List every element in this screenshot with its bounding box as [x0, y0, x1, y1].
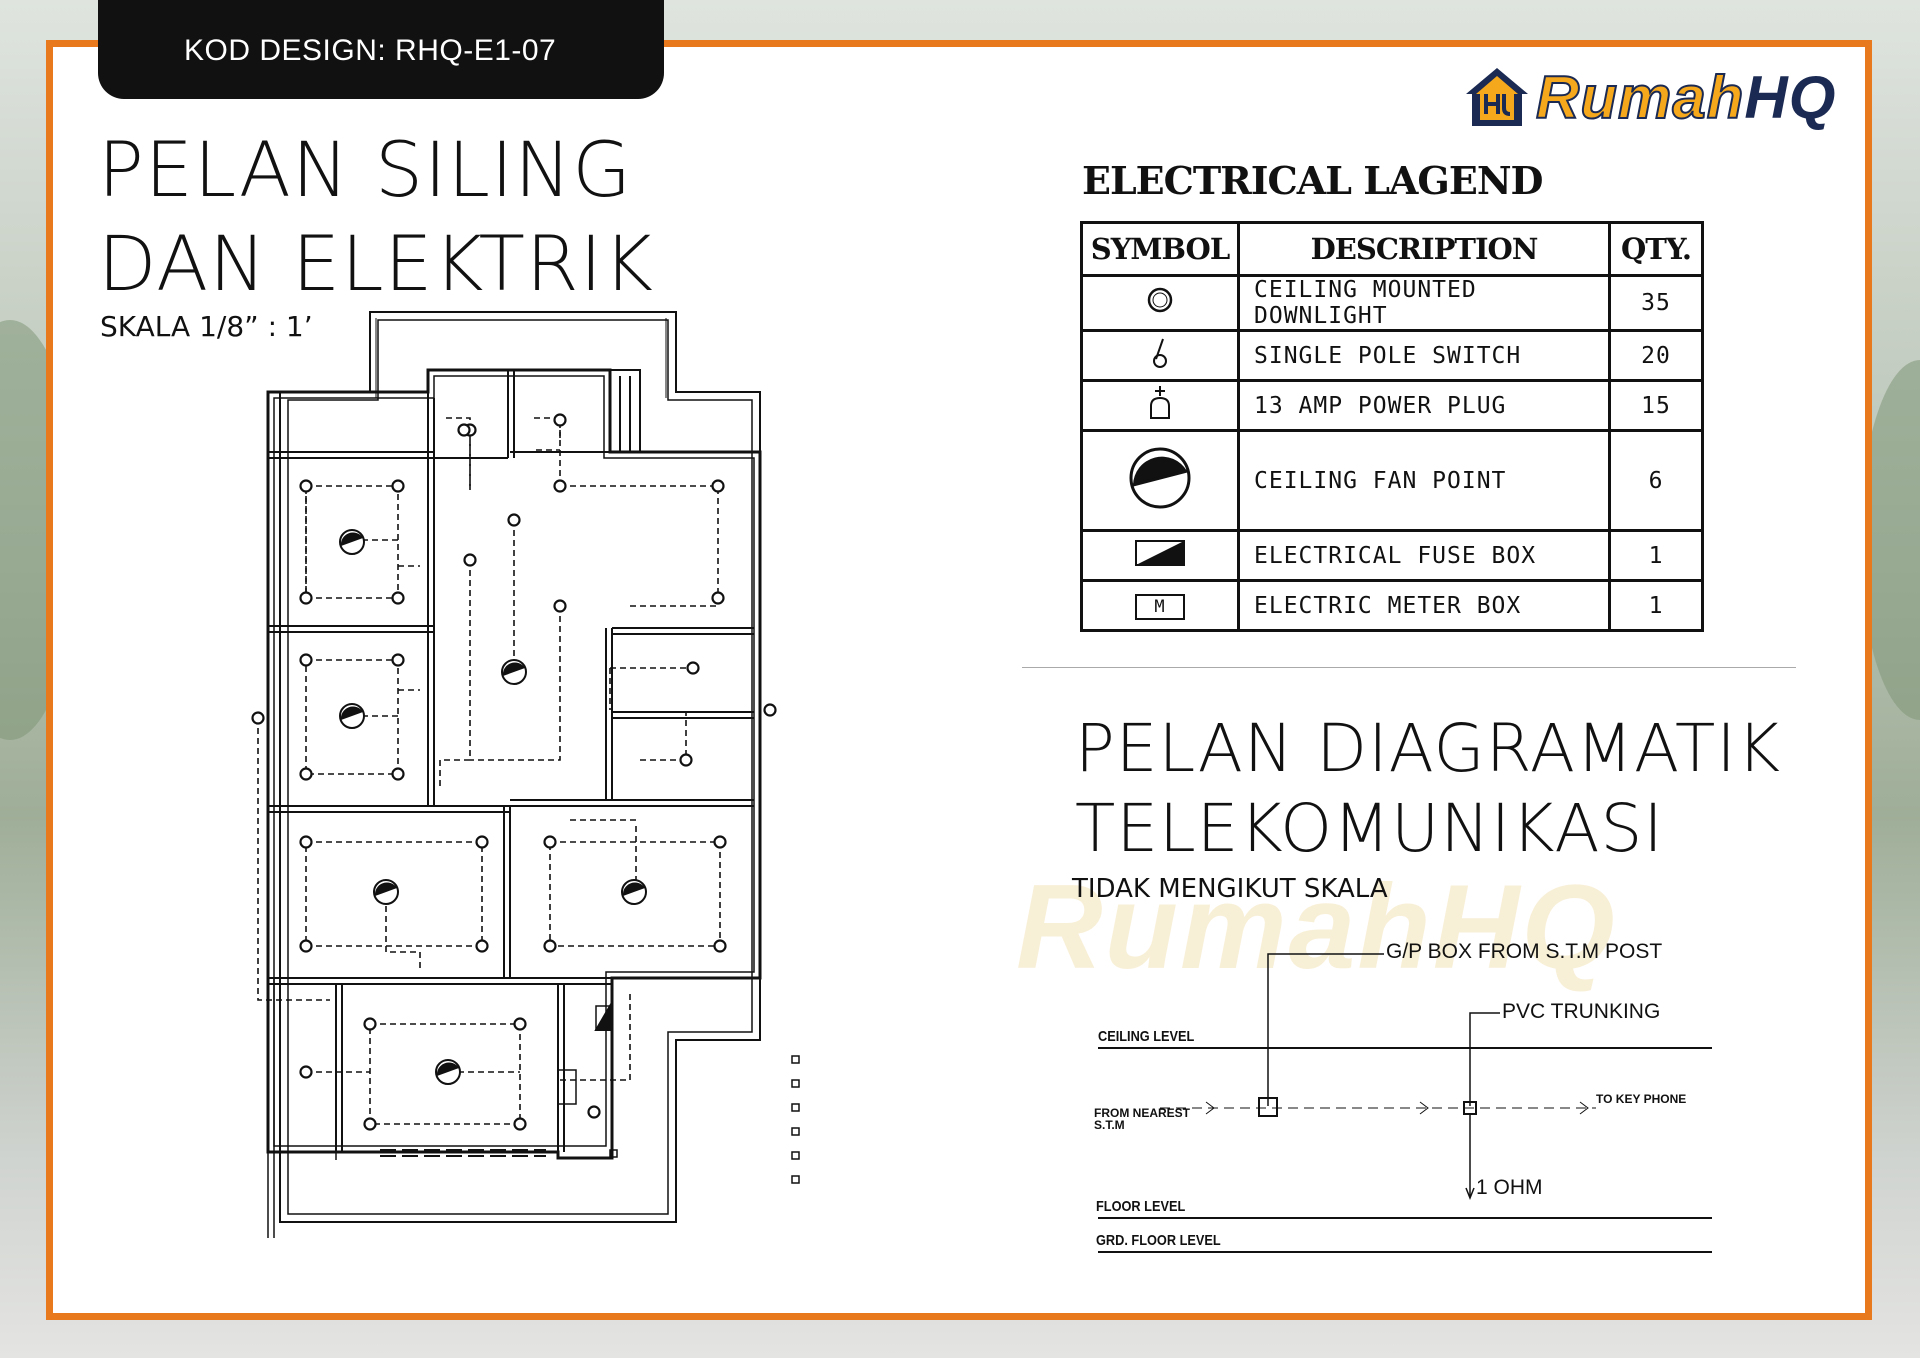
- legend-row: CEILING FAN POINT 6: [1080, 429, 1704, 532]
- legend-qty: 6: [1608, 429, 1704, 532]
- legend-symbol-cell: [1080, 429, 1240, 532]
- brand-wordmark: RumahHQ: [1535, 63, 1837, 132]
- legend-symbol-cell: [1080, 529, 1240, 582]
- plan-title-line2: DAN ELEKTRIK: [98, 219, 654, 308]
- design-code: KOD DESIGN: RHQ-E1-07: [184, 34, 557, 67]
- legend-row: M ELECTRIC METER BOX 1: [1080, 579, 1704, 632]
- legend-qty: 20: [1608, 329, 1704, 382]
- telecom-scale-note: TIDAK MENGIKUT SKALA: [1072, 874, 1388, 904]
- meter-box-icon: M: [1135, 593, 1185, 620]
- legend-description: CEILING FAN POINT: [1237, 429, 1611, 532]
- legend-row: 13 AMP POWER PLUG 15: [1080, 379, 1704, 432]
- legend-description: SINGLE POLE SWITCH: [1237, 329, 1611, 382]
- legend-qty: 15: [1608, 379, 1704, 432]
- legend-row: SINGLE POLE SWITCH 20: [1080, 329, 1704, 382]
- label-from-stm: S.T.M: [1094, 1118, 1125, 1132]
- brand-name-part2: HQ: [1744, 64, 1837, 131]
- label-pvc-trunking: PVC TRUNKING: [1502, 1000, 1661, 1023]
- legend-qty: 1: [1608, 579, 1704, 632]
- plan-title-line1: PELAN SILING: [98, 125, 633, 214]
- legend-qty: 1: [1608, 529, 1704, 582]
- legend-symbol-cell: M: [1080, 579, 1240, 632]
- label-1-ohm: 1 OHM: [1476, 1176, 1543, 1199]
- brand-name-part1: Rumah: [1535, 63, 1745, 132]
- telecom-title-line1: PELAN DIAGRAMATIK: [1075, 710, 1782, 787]
- legend-symbol-cell: [1080, 379, 1240, 432]
- legend-table: SYMBOL DESCRIPTION QTY. CEILING MOUNTED …: [1080, 221, 1704, 632]
- label-from-nearest: FROM NEAREST: [1094, 1106, 1190, 1120]
- house-logo-icon: [1466, 68, 1528, 126]
- legend-title: ELECTRICAL LAGEND: [1082, 158, 1544, 203]
- legend-header-qty: QTY.: [1608, 221, 1704, 277]
- ceiling-fan-icon: [1129, 447, 1191, 508]
- label-ceiling-level: CEILING LEVEL: [1098, 1028, 1195, 1045]
- label-to-key-phone: TO KEY PHONE: [1596, 1092, 1687, 1106]
- legend-symbol-cell: [1080, 329, 1240, 382]
- legend-qty: 35: [1608, 274, 1704, 332]
- telecom-title-line2: TELEKOMUNIKASI: [1075, 790, 1664, 867]
- legend-description: 13 AMP POWER PLUG: [1237, 379, 1611, 432]
- label-floor-level: FLOOR LEVEL: [1096, 1198, 1186, 1215]
- label-gp-box: G/P BOX FROM S.T.M POST: [1386, 940, 1663, 963]
- section-divider: [1022, 667, 1796, 668]
- downlight-icon: [1147, 287, 1173, 313]
- design-code-tab: KOD DESIGN: RHQ-E1-07: [98, 0, 664, 99]
- legend-row: CEILING MOUNTED DOWNLIGHT 35: [1080, 274, 1704, 332]
- switch-icon: [1153, 338, 1167, 368]
- legend-description: CEILING MOUNTED DOWNLIGHT: [1237, 274, 1611, 332]
- legend-description: ELECTRICAL FUSE BOX: [1237, 529, 1611, 582]
- legend-header-description: DESCRIPTION: [1237, 221, 1611, 277]
- fuse-box-icon: [1135, 539, 1185, 566]
- legend-symbol-cell: [1080, 274, 1240, 332]
- brand-logo: RumahHQ: [1462, 63, 1854, 132]
- power-plug-icon: [1150, 385, 1170, 419]
- label-grd-floor-level: GRD. FLOOR LEVEL: [1096, 1232, 1221, 1249]
- legend-header-row: SYMBOL DESCRIPTION QTY.: [1080, 221, 1704, 277]
- plan-scale: SKALA 1/8” : 1’: [100, 310, 313, 343]
- legend-header-symbol: SYMBOL: [1080, 221, 1240, 277]
- legend-description: ELECTRIC METER BOX: [1237, 579, 1611, 632]
- legend-row: ELECTRICAL FUSE BOX 1: [1080, 529, 1704, 582]
